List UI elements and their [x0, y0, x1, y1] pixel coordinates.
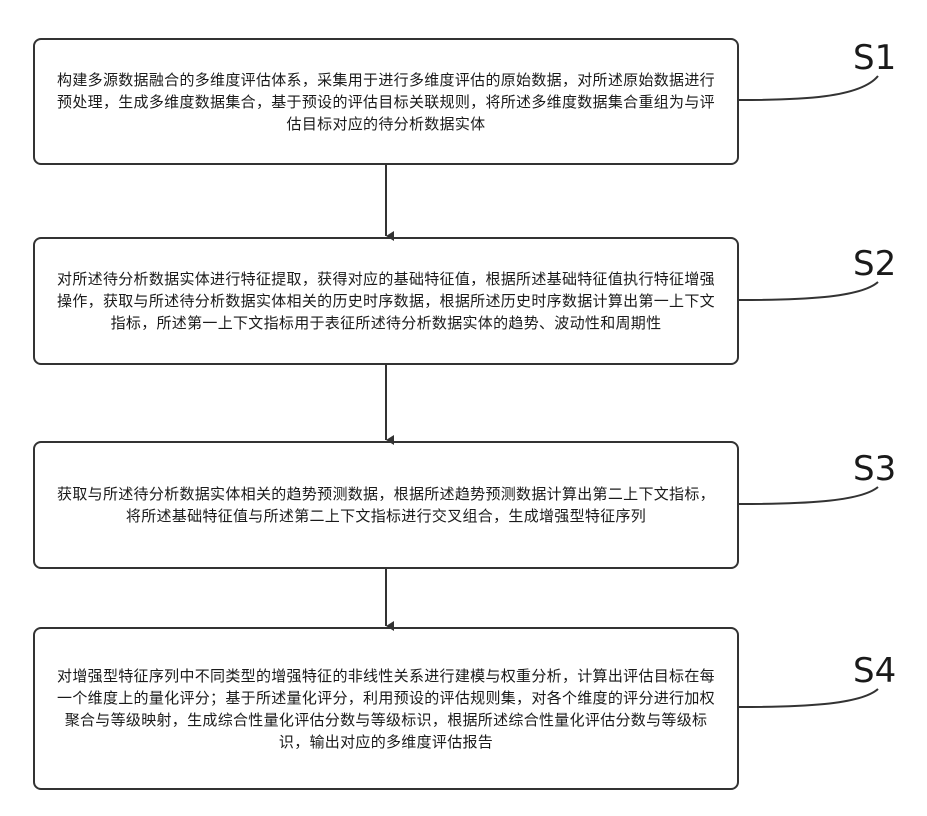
leader-line-s3	[739, 487, 878, 504]
leader-line-s1	[739, 76, 878, 100]
step-label-s3: S3	[853, 451, 896, 487]
step-label-s2: S2	[853, 246, 896, 282]
leader-line-s4	[739, 689, 878, 707]
step-label-s1: S1	[853, 40, 896, 76]
leader-line-s2	[739, 282, 878, 300]
step-label-s4: S4	[853, 653, 896, 689]
